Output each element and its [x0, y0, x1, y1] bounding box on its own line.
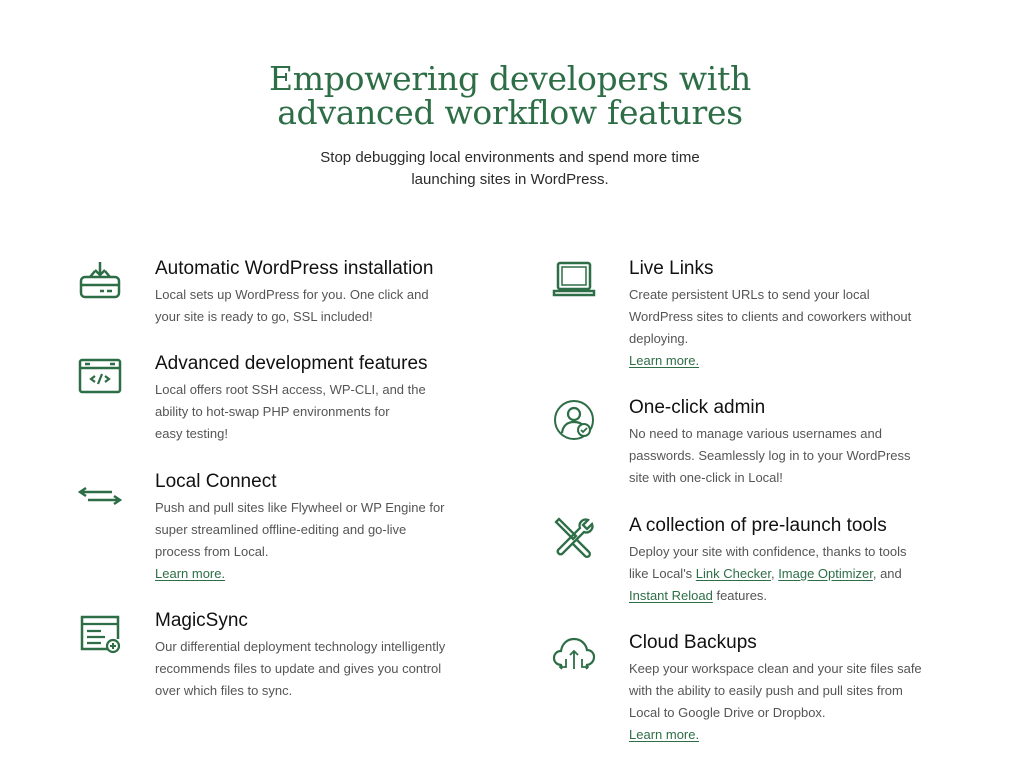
instant-reload-link[interactable]: Instant Reload: [629, 588, 713, 603]
feature-description-line: recommends files to update and gives you…: [155, 658, 485, 680]
learn-more-link[interactable]: Learn more.: [629, 353, 700, 368]
description-text: Local offers root SSH access, WP-CLI, an…: [155, 382, 426, 397]
description-text: Push and pull sites like Flywheel or WP …: [155, 500, 445, 515]
description-text: over which files to sync.: [155, 683, 293, 698]
code-window-icon: [78, 354, 122, 398]
feature-description-line: passwords. Seamlessly log in to your Wor…: [629, 445, 959, 467]
feature-description-line: easy testing!: [155, 423, 485, 445]
drive-download-icon: [78, 259, 122, 303]
feature-description-line: Instant Reload features.: [629, 585, 959, 607]
description-text: deploying.: [629, 331, 689, 346]
description-text: ,: [770, 566, 779, 581]
feature-title: Automatic WordPress installation: [155, 258, 434, 279]
description-text: No need to manage various usernames and: [629, 426, 882, 441]
description-text: like Local's: [629, 566, 696, 581]
user-check-icon: [552, 398, 596, 442]
description-text: Our differential deployment technology i…: [155, 639, 446, 654]
feature-description-line: Learn more.: [629, 350, 959, 372]
feature-title: Live Links: [629, 258, 714, 279]
description-text: process from Local.: [155, 544, 269, 559]
page-title: Empowering developers with advanced work…: [0, 62, 1020, 130]
tools-icon: [552, 516, 596, 560]
feature-description-line: deploying.: [629, 328, 959, 350]
description-text: Local sets up WordPress for you. One cli…: [155, 287, 429, 302]
feature-text: One-click admin No need to manage various…: [629, 396, 959, 489]
description-text: ability to hot-swap PHP environments for: [155, 404, 390, 419]
feature-title: MagicSync: [155, 610, 248, 631]
learn-more-link[interactable]: Learn more.: [155, 566, 226, 581]
feature-title: Advanced development features: [155, 353, 428, 374]
feature-description-line: over which files to sync.: [155, 680, 485, 702]
feature-description-line: Deploy your site with confidence, thanks…: [629, 541, 959, 563]
feature-description-line: site with one-click in Local!: [629, 467, 959, 489]
description-text: passwords. Seamlessly log in to your Wor…: [629, 448, 911, 463]
feature-description-line: super streamlined offline-editing and go…: [155, 519, 485, 541]
feature-description-line: Local to Google Drive or Dropbox.: [629, 702, 959, 724]
feature-title: A collection of pre-launch tools: [629, 515, 887, 536]
description-text: features.: [712, 588, 768, 603]
description-text: Create persistent URLs to send your loca…: [629, 287, 870, 302]
description-text: your site is ready to go, SSL included!: [155, 309, 373, 324]
image-optimizer-link[interactable]: Image Optimizer: [778, 566, 873, 581]
feature-description-line: Local offers root SSH access, WP-CLI, an…: [155, 379, 485, 401]
feature-description-line: Push and pull sites like Flywheel or WP …: [155, 497, 485, 519]
sync-arrows-icon: [77, 472, 123, 516]
link-checker-link[interactable]: Link Checker: [695, 566, 771, 581]
feature-description-line: ability to hot-swap PHP environments for: [155, 401, 485, 423]
feature-description-line: Create persistent URLs to send your loca…: [629, 284, 959, 306]
learn-more-link[interactable]: Learn more.: [629, 727, 700, 742]
laptop-icon: [552, 259, 596, 303]
description-text: Local to Google Drive or Dropbox.: [629, 705, 826, 720]
feature-description-line: with the ability to easily push and pull…: [629, 680, 959, 702]
cloud-sync-icon: [552, 633, 596, 677]
description-text: Deploy your site with confidence, thanks…: [629, 544, 907, 559]
feature-description-line: No need to manage various usernames and: [629, 423, 959, 445]
title-line-2: advanced workflow features: [277, 93, 743, 132]
feature-description-line: WordPress sites to clients and coworkers…: [629, 306, 959, 328]
feature-description-line: Keep your workspace clean and your site …: [629, 658, 959, 680]
description-text: easy testing!: [155, 426, 228, 441]
feature-title: Local Connect: [155, 471, 277, 492]
file-add-icon: [78, 611, 122, 655]
subtitle-line-1: Stop debugging local environments and sp…: [320, 149, 700, 166]
feature-description-line: Our differential deployment technology i…: [155, 636, 485, 658]
description-text: with the ability to easily push and pull…: [629, 683, 903, 698]
description-text: site with one-click in Local!: [629, 470, 783, 485]
description-text: super streamlined offline-editing and go…: [155, 522, 407, 537]
feature-description-line: Learn more.: [155, 563, 485, 585]
subtitle-line-2: launching sites in WordPress.: [411, 171, 609, 188]
feature-title: One-click admin: [629, 397, 766, 418]
feature-title: Cloud Backups: [629, 632, 757, 653]
feature-description-line: Learn more.: [629, 724, 959, 746]
description-text: recommends files to update and gives you…: [155, 661, 442, 676]
feature-description-line: like Local's Link Checker, Image Optimiz…: [629, 563, 959, 585]
page-subtitle: Stop debugging local environments and sp…: [0, 147, 1020, 191]
title-line-1: Empowering developers with: [269, 59, 751, 98]
feature-description-line: your site is ready to go, SSL included!: [155, 306, 485, 328]
description-text: , and: [872, 566, 902, 581]
description-text: WordPress sites to clients and coworkers…: [629, 309, 912, 324]
feature-description-line: Local sets up WordPress for you. One cli…: [155, 284, 485, 306]
description-text: Keep your workspace clean and your site …: [629, 661, 922, 676]
feature-description-line: process from Local.: [155, 541, 485, 563]
